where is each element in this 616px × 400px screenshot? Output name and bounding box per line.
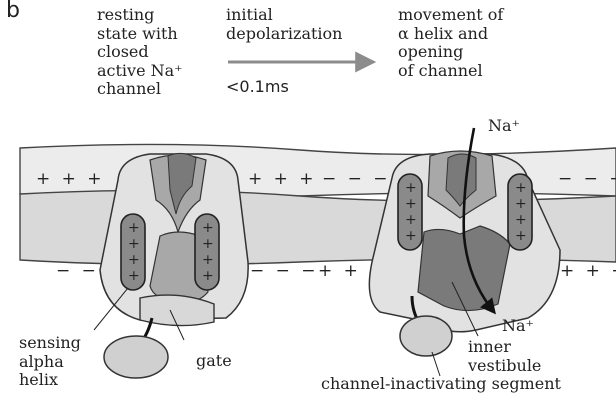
svg-text:+: + [515, 180, 527, 196]
closed-inactivating-ball [104, 336, 168, 378]
closed-channel: + + + + + + + + [94, 153, 248, 378]
svg-text:+: + [128, 220, 140, 236]
ion-bottom-label: Na⁺ [502, 316, 534, 335]
outer-positive-charges-mid: + + + [248, 169, 317, 189]
svg-text:+: + [128, 236, 140, 252]
svg-text:+: + [405, 212, 417, 228]
inner-negative-charges-left: − − [56, 261, 99, 281]
svg-text:+: + [202, 252, 214, 268]
svg-text:+: + [405, 196, 417, 212]
svg-text:+: + [405, 180, 417, 196]
open-inactivating-ball [400, 316, 452, 356]
inner-positive-charges-right: + + + [560, 261, 616, 281]
sensing-alpha-helix-label: sensing alpha helix [19, 334, 81, 390]
gate-label: gate [196, 351, 232, 370]
svg-text:+: + [128, 268, 140, 284]
svg-text:+: + [202, 236, 214, 252]
svg-text:+: + [515, 228, 527, 244]
svg-text:+: + [515, 196, 527, 212]
channel-inactivating-segment-label: channel-inactivating segment [321, 374, 562, 393]
svg-text:+: + [128, 252, 140, 268]
outer-negative-charges-mid: − − − [322, 169, 391, 189]
svg-text:+: + [405, 228, 417, 244]
inactivating-leader [432, 352, 440, 376]
svg-text:+: + [515, 212, 527, 228]
svg-text:+: + [202, 268, 214, 284]
inner-vestibule-label: inner vestibule [468, 338, 541, 375]
ion-top-label: Na⁺ [488, 116, 520, 135]
inner-negative-charges-mid: − − − [250, 261, 319, 281]
outer-positive-charges-left: + + + [36, 169, 105, 189]
svg-text:+: + [202, 220, 214, 236]
outer-negative-charges-right: − − − [558, 169, 616, 189]
